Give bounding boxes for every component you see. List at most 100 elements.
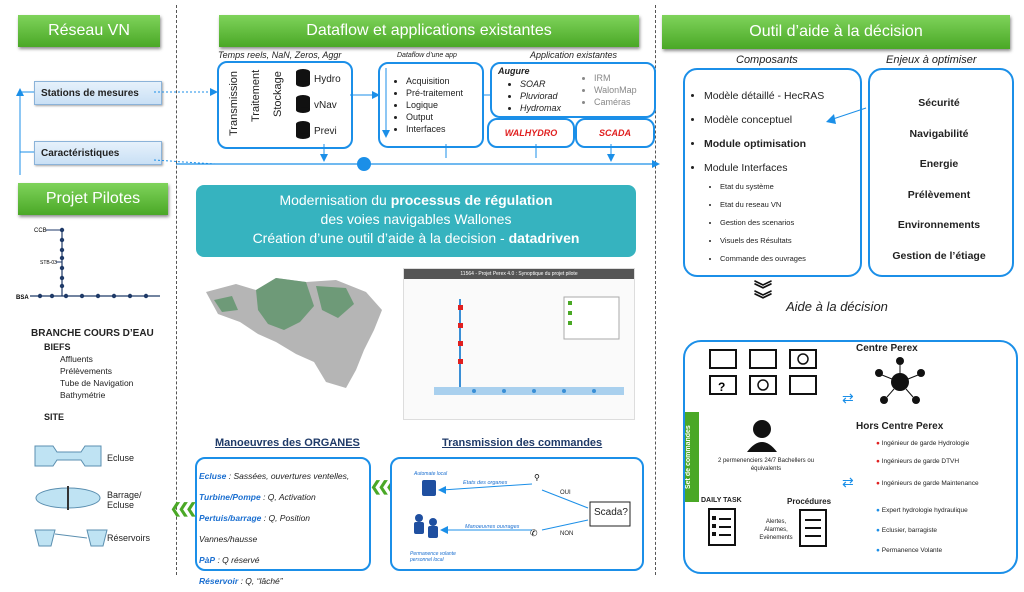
gray-app-item: WalonMap	[594, 84, 637, 96]
transmission-title: Transmission des commandes	[442, 437, 603, 449]
barrage-icon	[35, 486, 101, 510]
app-step: Output	[406, 111, 463, 123]
swap-arrows-icon: ⇄	[842, 390, 854, 406]
organe-val: : Q, Activation	[260, 492, 316, 502]
ecluse-label: Ecluse	[107, 453, 135, 463]
banner-dataflow: Dataflow et applications existantes	[219, 15, 639, 47]
wallonia-map	[206, 278, 382, 388]
heading-temps-reels: Temps reels, NaN, Zeros, Aggr	[218, 50, 342, 60]
reservoir-label: Réservoirs	[107, 533, 151, 543]
augure-title: Augure	[498, 66, 530, 76]
hors-centre-title: Hors Centre Perex	[856, 421, 944, 432]
person-icon: ●	[876, 440, 880, 447]
hors-item-row: ● Ingénieurs de garde DTVH	[876, 458, 959, 465]
organe-val: : Q, “lâché”	[238, 576, 283, 586]
bief-item: Affluents	[60, 354, 93, 364]
augure-item: Hydromax	[520, 102, 561, 114]
hors-item: Expert hydrologie hydraulique	[881, 507, 968, 514]
composants-box	[683, 68, 862, 277]
svg-text:✆: ✆	[530, 528, 538, 538]
daily-task-label: DAILY TASK	[701, 497, 742, 504]
interface-sub-item: Etat du reseau VN	[720, 196, 806, 214]
divider-left	[176, 5, 177, 575]
hors-item: Ingénieur de garde Hydrologie	[881, 440, 970, 447]
non-label: NON	[560, 531, 574, 537]
synoptic-panel: 11564 - Projet Perex 4.0 : Synoptique du…	[403, 268, 635, 420]
procedures-label: Procédures	[787, 497, 832, 506]
swap-arrows-icon-2: ⇄	[842, 474, 854, 490]
operator-headset-icon	[747, 420, 777, 452]
enjeu-item: Sécurité	[918, 97, 960, 109]
hors-item-row: ● Ingénieur de garde Hydrologie	[876, 440, 969, 447]
store-previ: Previ	[314, 126, 337, 137]
organe-key: Turbine/Pompe	[199, 492, 261, 502]
branche-title: BRANCHE COURS D’EAU	[31, 328, 154, 339]
biefs-title: BIEFS	[44, 342, 71, 352]
enjeux-list: Sécurité Navigabilité Energie Prélèvemen…	[868, 88, 1010, 271]
synoptic-schematic	[434, 296, 624, 395]
composant-item: Module Interfaces	[704, 156, 824, 180]
caracteristiques-button[interactable]: Caractéristiques	[34, 141, 162, 165]
checklist-icon	[708, 508, 736, 546]
bief-item: Prélèvements	[60, 366, 112, 376]
procedures-icon	[799, 509, 827, 547]
app-flow-arrow	[382, 68, 390, 138]
chain-label-stb: STB-03	[40, 260, 57, 266]
scada-question: Scada?	[594, 507, 628, 518]
river-chain-diagram: CCB STB-03 BSA	[16, 227, 160, 301]
central-line1a: Modernisation du	[279, 192, 391, 208]
scada-box: SCADA	[575, 118, 655, 148]
gray-apps-list: IRM WalonMap Caméras	[580, 72, 637, 108]
central-line1b: processus de régulation	[390, 192, 553, 208]
stations-button[interactable]: Stations de mesures	[34, 81, 162, 105]
set-commandes-tab: Set de commandes	[685, 412, 699, 502]
store-hydro: Hydro	[314, 74, 341, 85]
interface-sub-item: Commande des ouvrages	[720, 250, 806, 268]
organes-title: Manoeuvres des ORGANES	[215, 437, 360, 449]
organe-key: Réservoir	[199, 576, 239, 586]
store-vnav: vNav	[314, 100, 337, 111]
enjeux-box	[868, 68, 1014, 277]
svg-text:⚲: ⚲	[534, 473, 540, 482]
hors-item: Eclusier, barragiste	[881, 527, 938, 534]
heading-existing-apps: Application existantes	[530, 50, 618, 60]
heading-app-dataflow: Dataflow d’une app	[397, 52, 457, 59]
interface-sub-item: Visuels des Résultats	[720, 232, 806, 250]
barrage-label: Barrage/ Ecluse	[107, 490, 142, 510]
person-icon: ●	[876, 480, 880, 487]
permanenciers-label: 2 permenenciers 24/7 Bachellers ou équiv…	[717, 458, 815, 472]
interfaces-sublist: Etat du système Etat du reseau VN Gestio…	[710, 178, 806, 268]
walhydro-box: WALHYDRO	[487, 118, 575, 148]
enjeu-item: Prélèvement	[907, 188, 971, 201]
transmission-diagram: ⚲ ✆	[414, 473, 631, 538]
organes-list: Ecluse : Sassées, ouvertures ventelles, …	[199, 466, 367, 592]
ecluse-icon	[34, 445, 102, 467]
augure-item: SOAR	[520, 78, 561, 90]
alertes-label: Alertes, Alarmes, Evènements	[759, 519, 793, 541]
chain-label-bsa: BSA	[16, 295, 29, 301]
bief-item: Bathymétrie	[60, 390, 106, 400]
interface-sub-item: Gestion des scenarios	[720, 214, 806, 232]
organes-box	[195, 457, 371, 571]
enjeux-title: Enjeux à optimiser	[886, 54, 977, 66]
hors-item: Ingénieurs de garde Maintenance	[881, 480, 979, 487]
set-commandes-label: Set de commandes	[685, 425, 692, 489]
app-step: Interfaces	[406, 123, 463, 135]
hors-item: Permanence Volante	[881, 547, 943, 554]
svg-text:?: ?	[718, 380, 725, 394]
organe-val: : Q, Position Vannes/hausse	[199, 513, 311, 544]
app-steps-list: Acquisition Pré-traitement Logique Outpu…	[392, 75, 463, 135]
organe-val: : Q réservé	[215, 555, 260, 565]
central-line3b: datadriven	[508, 230, 580, 246]
central-line3a: Création d’une outil d’aide à la decisio…	[252, 230, 509, 246]
augure-list: SOAR Pluviorad Hydromax	[506, 78, 561, 114]
person-icon: ●	[876, 458, 880, 465]
composants-arrow	[826, 107, 867, 124]
composant-item: Modèle détaillé - HecRAS	[704, 84, 824, 108]
enjeu-item: Energie	[919, 158, 959, 170]
organe-key: PàP	[199, 555, 216, 565]
manoeuvres-label: Manoeuvres ouvrages	[465, 524, 520, 530]
composant-item: Module optimisation	[704, 132, 824, 156]
organe-key: Ecluse	[199, 471, 227, 481]
enjeu-item: Navigabilité	[909, 127, 969, 140]
